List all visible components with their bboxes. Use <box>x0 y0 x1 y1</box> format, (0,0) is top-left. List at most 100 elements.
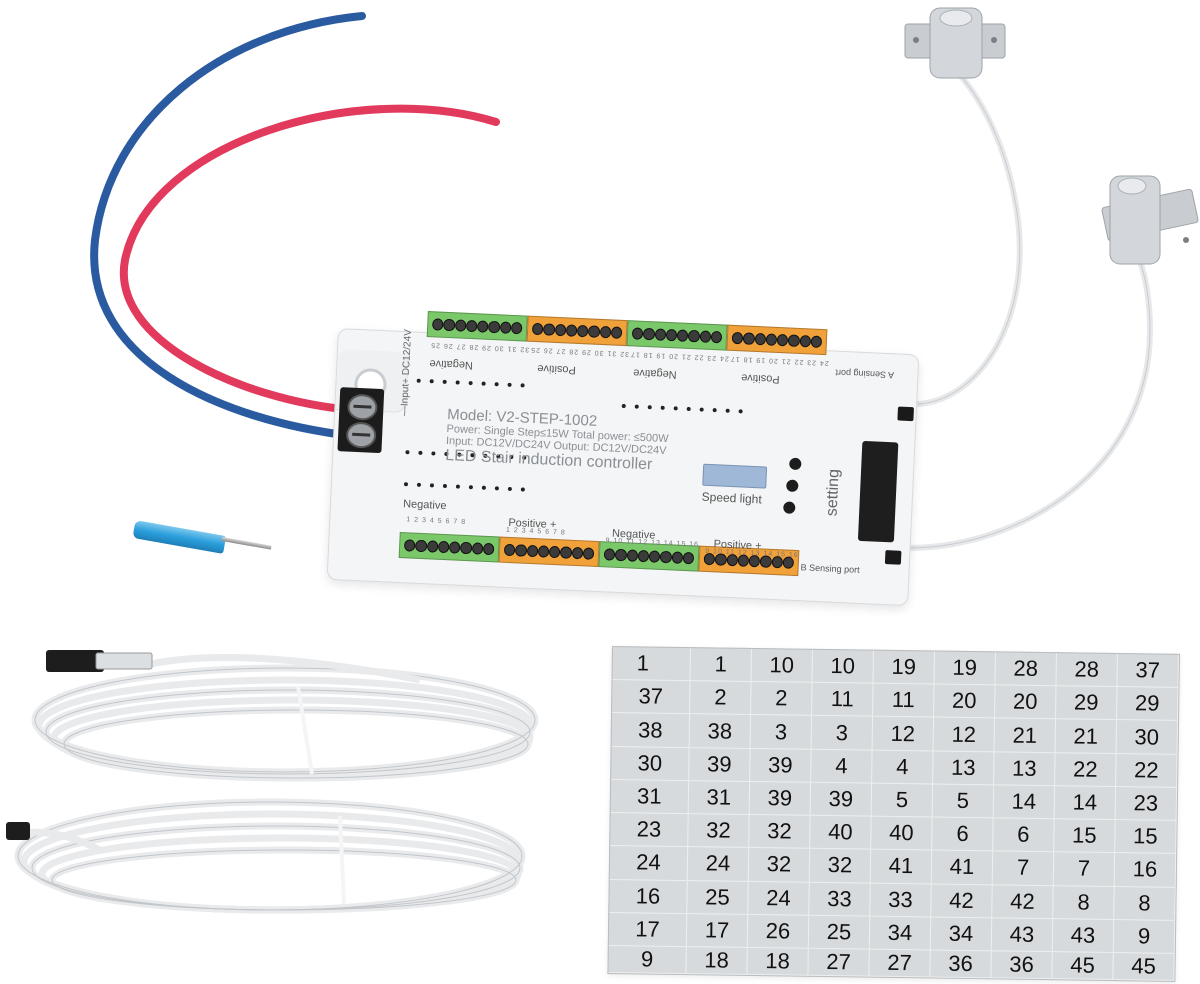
label-number: 8 <box>1053 885 1115 920</box>
label-number: 1 <box>612 647 691 682</box>
label-number: 5 <box>871 783 934 818</box>
label-number: 18 <box>747 947 809 976</box>
label-number: 32 <box>749 815 811 850</box>
label-number: 22 <box>1116 753 1178 788</box>
controller-info: Model: V2-STEP-1002 Power: Single Step≤1… <box>445 406 670 475</box>
top-positive-label-1: Positive <box>537 362 577 376</box>
label-number: 10 <box>812 649 874 684</box>
top-negative-label-2: Negative <box>633 366 677 381</box>
label-number: 4 <box>811 749 873 784</box>
label-number: 15 <box>1115 820 1177 855</box>
label-number: 18 <box>686 947 748 975</box>
label-number: 6 <box>932 817 994 852</box>
setting-label: setting <box>823 468 843 517</box>
label-number: 39 <box>810 782 873 817</box>
label-number: 8 <box>1114 886 1176 921</box>
setting-button-1[interactable] <box>789 457 802 471</box>
label-number: 7 <box>992 851 1055 886</box>
label-number: 27 <box>869 949 931 978</box>
label-number: 9 <box>1113 919 1176 954</box>
label-number: 28 <box>1056 653 1118 688</box>
terminal-numbers: 32 31 30 29 28 27 26 25 <box>530 345 630 358</box>
extension-cable-coil-2 <box>14 798 526 914</box>
led-display <box>702 463 768 489</box>
led-indicator-row <box>416 378 525 388</box>
label-number: 4 <box>872 750 934 785</box>
label-number: 34 <box>930 917 993 952</box>
sensor-b-plug[interactable] <box>884 550 902 565</box>
label-number: 22 <box>1055 752 1117 787</box>
label-number: 41 <box>931 850 994 885</box>
sensor-socket <box>857 440 899 543</box>
label-number: 36 <box>930 950 992 979</box>
label-number: 3 <box>750 715 813 750</box>
label-number: 31 <box>610 779 690 815</box>
terminal-numbers: 24 23 22 21 20 19 18 17 <box>629 350 730 362</box>
label-number: 33 <box>809 882 871 917</box>
label-number: 16 <box>609 879 688 914</box>
label-number: 41 <box>870 849 933 885</box>
setting-button-3[interactable] <box>783 501 796 514</box>
label-number: 23 <box>1115 786 1178 822</box>
label-number: 43 <box>991 918 1054 953</box>
setting-button-2[interactable] <box>786 479 799 493</box>
power-input-terminal[interactable] <box>337 387 385 454</box>
sensor-a-plug[interactable] <box>897 406 914 422</box>
label-number: 39 <box>750 748 812 783</box>
label-number: 14 <box>993 785 1056 820</box>
label-number: 2 <box>751 682 813 717</box>
label-number: 32 <box>688 814 750 849</box>
label-number: 42 <box>931 884 993 919</box>
label-number: 37 <box>1117 654 1179 689</box>
label-number: 26 <box>747 914 810 949</box>
terminal-block <box>726 324 828 356</box>
terminal-numbers: 24 23 22 21 20 19 18 17 <box>729 354 829 367</box>
label-number: 11 <box>873 683 935 718</box>
speed-light-label: Speed light <box>701 489 763 507</box>
label-number: 32 <box>748 848 811 883</box>
terminal-numbers: 32 31 30 29 28 27 26 25 <box>430 341 530 353</box>
label-number: 11 <box>812 683 874 718</box>
label-number: 12 <box>933 717 996 753</box>
bottom-negative-label-1: Negative <box>402 498 447 513</box>
label-number: 23 <box>610 813 689 848</box>
label-number: 24 <box>687 847 750 882</box>
label-number: 10 <box>751 648 813 684</box>
label-number: 25 <box>687 880 749 915</box>
label-number: 29 <box>1117 687 1179 722</box>
label-number: 19 <box>873 650 935 685</box>
label-number: 9 <box>608 945 687 975</box>
label-number: 29 <box>1056 686 1118 721</box>
label-number: 32 <box>809 849 872 884</box>
label-number: 42 <box>992 884 1054 919</box>
sensor-a-cable <box>915 67 1023 407</box>
terminal-numbers: 1 2 3 4 5 6 7 8 <box>406 516 467 527</box>
label-number: 21 <box>994 718 1057 753</box>
label-number: 17 <box>686 913 749 948</box>
connector-plug-2 <box>6 822 30 840</box>
label-number: 30 <box>1116 720 1179 755</box>
label-number: 31 <box>688 780 751 816</box>
label-number: 20 <box>934 684 996 719</box>
connector-plug-1 <box>46 650 104 672</box>
label-number: 37 <box>612 680 691 715</box>
label-number: 25 <box>808 915 871 950</box>
label-number: 3 <box>811 716 874 751</box>
label-number: 14 <box>1054 786 1117 821</box>
label-number: 24 <box>609 846 689 881</box>
terminal-block <box>498 536 600 568</box>
label-number: 39 <box>749 781 812 816</box>
red-power-wire <box>119 104 500 414</box>
label-number: 17 <box>608 912 688 948</box>
label-number: 45 <box>1113 953 1175 981</box>
label-number: 40 <box>810 815 872 850</box>
label-number: 24 <box>748 881 810 916</box>
label-number: 36 <box>991 951 1053 980</box>
label-number: 19 <box>934 651 996 686</box>
sensor-b-cable <box>905 259 1154 551</box>
label-number: 34 <box>869 916 932 951</box>
led-indicator-row <box>403 482 525 492</box>
